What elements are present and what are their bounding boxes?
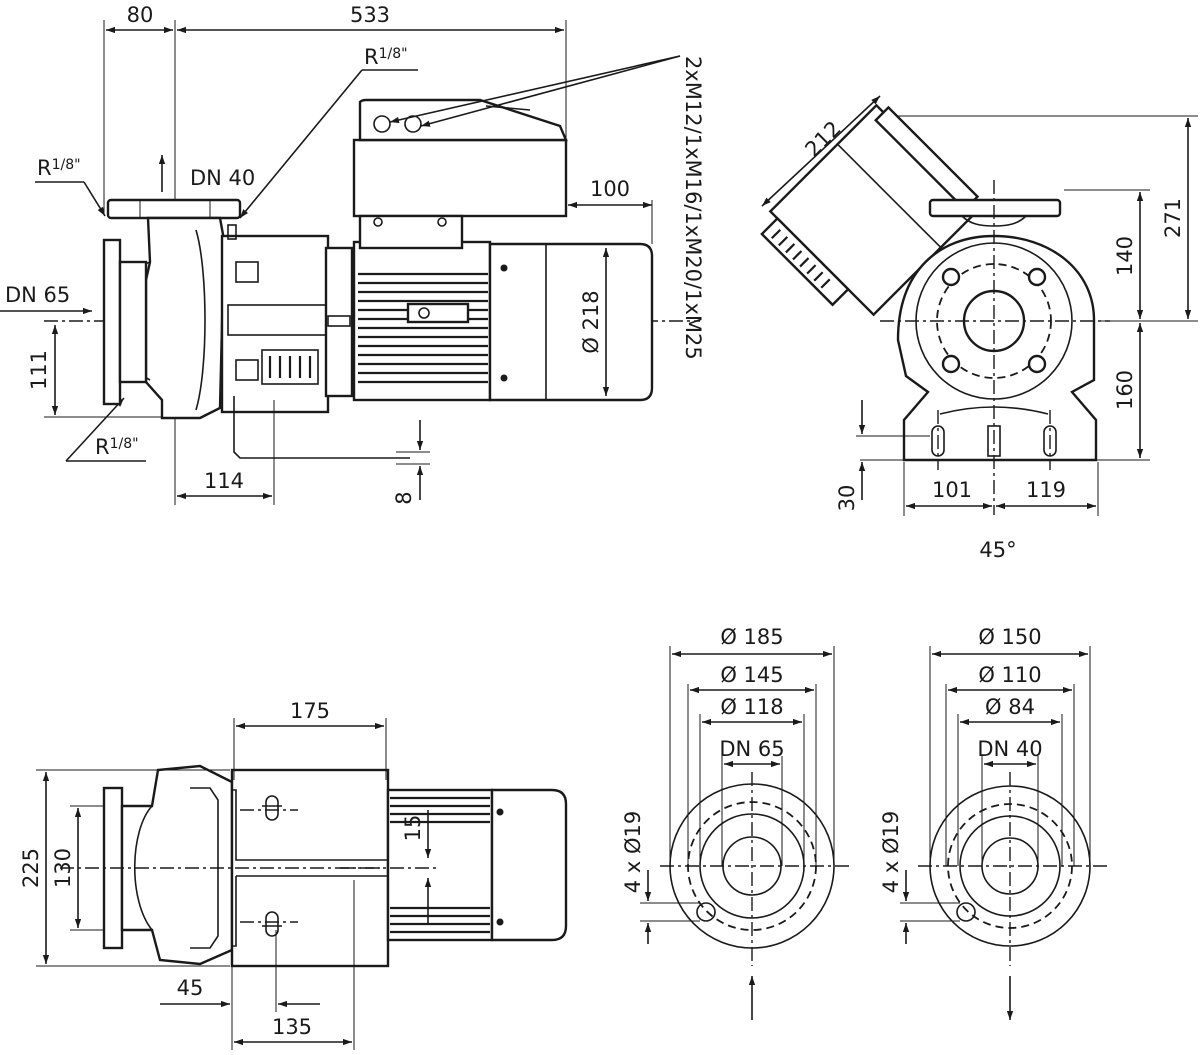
dim-135-label: 135	[272, 1015, 312, 1039]
end-view: 212 271 140 160 30	[760, 95, 1198, 562]
end-view-outlet-flange	[928, 198, 1062, 218]
cable-glands-label: 2xM12/1xM16/1xM20/1xM25	[681, 56, 705, 360]
side-view: 80 533 R1/8" R1/8" R1/8" DN 40 DN 65	[0, 3, 705, 505]
flange40-d84-label: Ø 84	[985, 695, 1035, 719]
angle-45-label: 45°	[979, 538, 1016, 562]
lantern-bracket	[220, 234, 330, 414]
dim-dia-218-label: Ø 218	[579, 290, 603, 353]
flange65-bolt-hole	[696, 902, 716, 922]
dim-114-label: 114	[204, 469, 244, 493]
dim-130-label: 130	[51, 848, 75, 888]
dim-45-label: 45	[177, 976, 204, 1000]
dim-80-label: 80	[127, 3, 154, 27]
dim-271-label: 271	[1161, 198, 1185, 238]
flange40-d110-label: Ø 110	[978, 663, 1041, 687]
dim-119-label: 119	[1026, 478, 1066, 502]
dim-140-label: 140	[1113, 236, 1137, 276]
top-view-fan-cover	[490, 788, 568, 942]
electronics-module	[352, 138, 568, 218]
top-view-motor-fins	[390, 796, 490, 934]
dim-175-label: 175	[290, 699, 330, 723]
flange65-holes-label: 4 x Ø19	[621, 811, 645, 893]
top-view-motor	[386, 788, 494, 942]
flange40-dn-label: DN 40	[977, 737, 1042, 761]
dim-533-label: 533	[350, 3, 390, 27]
flange-detail-dn65: Ø 185 Ø 145 Ø 118 DN 65 4 x Ø19	[621, 625, 852, 1020]
dim-160-label: 160	[1113, 370, 1137, 410]
dim-225-label: 225	[19, 848, 43, 888]
inlet-dn-label: DN 65	[5, 283, 70, 307]
dim-8-label: 8	[392, 491, 416, 504]
dim-15-label: 15	[401, 815, 425, 842]
cable-gland-1	[373, 115, 391, 133]
dim-100-label: 100	[590, 177, 630, 201]
flange40-bolt-hole	[956, 902, 976, 922]
dim-101-label: 101	[932, 478, 972, 502]
flange40-d150-label: Ø 150	[978, 625, 1041, 649]
thread-top-label: R1/8"	[364, 45, 408, 69]
thread-bottom-label: R1/8"	[95, 435, 139, 459]
inlet-flange	[102, 238, 122, 406]
flange65-dn-label: DN 65	[719, 737, 784, 761]
flange65-d145-label: Ø 145	[720, 663, 783, 687]
dim-111-label: 111	[27, 350, 51, 390]
motor-nameplate	[406, 302, 470, 324]
top-view: 175 225 130 15 45 135	[19, 699, 568, 1050]
outlet-dn-label: DN 40	[190, 166, 255, 190]
thread-left-label: R1/8"	[37, 156, 81, 180]
pump-volute	[144, 216, 226, 420]
motor-fan-cover	[488, 242, 654, 402]
flange40-holes-label: 4 x Ø19	[879, 811, 903, 893]
flange-detail-dn40: Ø 150 Ø 110 Ø 84 DN 40 4 x Ø19	[879, 625, 1110, 1020]
flange65-d185-label: Ø 185	[720, 625, 783, 649]
flange65-d118-label: Ø 118	[720, 695, 783, 719]
dim-30-label: 30	[835, 485, 859, 512]
outlet-flange	[106, 198, 242, 220]
